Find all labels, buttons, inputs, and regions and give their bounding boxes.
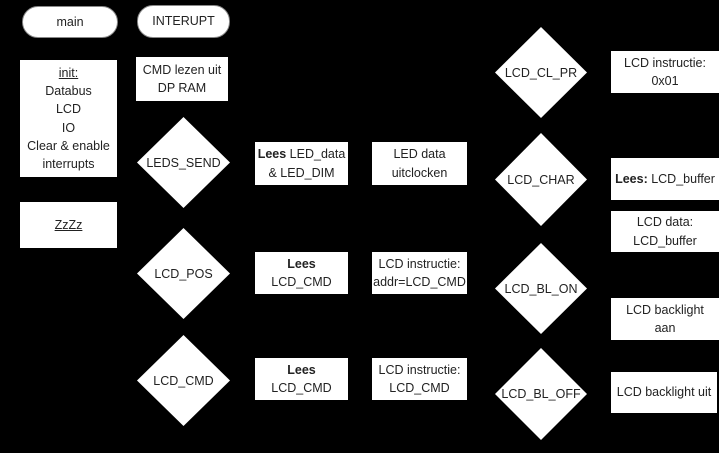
lcd-data-buffer-line1: LCD data:	[636, 215, 694, 230]
process-lees-lcd-buffer: Lees: LCD_buffer	[611, 158, 719, 200]
lcd-data-buffer-line2: LCD_buffer	[633, 233, 697, 248]
lees-lcd-cmd-1-line2: LCD_CMD	[271, 275, 332, 289]
init-line-databus: Databus	[45, 84, 92, 99]
terminator-interrupt: INTERUPT	[137, 5, 230, 38]
decision-lcd-cl-pr-label: LCD_CL_PR	[504, 65, 578, 80]
init-line-interrupts: interrupts	[42, 156, 95, 171]
decision-lcd-pos-label: LCD_POS	[154, 266, 213, 281]
process-lees-lcd-cmd-1: Lees LCD_CMD	[255, 252, 348, 294]
cmd-read-line2: DP RAM	[157, 81, 207, 95]
decision-leds-send-label: LEDS_SEND	[146, 155, 221, 170]
backlight-uit-line1: LCD backlight uit	[616, 385, 712, 400]
cmd-read-line1: CMD lezen uit	[142, 62, 222, 77]
lees-lcd-buffer-line1: Lees: LCD_buffer	[615, 171, 715, 186]
process-lcd-data-buffer: LCD data: LCD_buffer	[611, 211, 719, 252]
process-backlight-aan: LCD backlight aan	[611, 298, 719, 340]
led-uitclocken-line2: uitclocken	[391, 165, 448, 180]
lees-led-line2: & LED_DIM	[268, 165, 335, 180]
process-lcd-instructie-addr: LCD instructie: addr=LCD_CMD	[372, 252, 467, 294]
process-init: init: Databus LCD IO Clear & enable inte…	[20, 60, 117, 177]
backlight-aan-line2: aan	[654, 321, 676, 335]
init-line-clear-enable: Clear & enable	[27, 138, 110, 153]
lcd-instructie-0x01-line2: 0x01	[651, 74, 679, 88]
init-line-lcd: LCD	[55, 102, 81, 117]
sleep-label: ZzZz	[54, 217, 83, 232]
process-sleep: ZzZz	[20, 202, 117, 248]
process-lcd-instructie-0x01: LCD instructie: 0x01	[611, 51, 719, 93]
terminator-main: main	[22, 6, 118, 38]
process-lees-led-data: Lees LED_data & LED_DIM	[255, 142, 348, 185]
decision-lcd-bl-on: LCD_BL_ON	[495, 243, 587, 334]
decision-lcd-bl-off: LCD_BL_OFF	[495, 348, 587, 440]
lcd-instructie-cmd-line1: LCD instructie:	[378, 362, 461, 377]
process-cmd-read: CMD lezen uit DP RAM	[136, 57, 228, 101]
process-backlight-uit: LCD backlight uit	[611, 372, 717, 413]
lees-lcd-cmd-2-line2: LCD_CMD	[271, 381, 332, 395]
led-uitclocken-line1: LED data	[393, 147, 446, 162]
lcd-instructie-cmd-line2: LCD_CMD	[389, 381, 450, 395]
terminator-interrupt-label: INTERUPT	[152, 14, 215, 29]
decision-lcd-char-label: LCD_CHAR	[507, 172, 575, 187]
lees-led-line1: Lees LED_data	[257, 147, 346, 162]
decision-lcd-char: LCD_CHAR	[495, 133, 587, 226]
decision-lcd-bl-on-label: LCD_BL_ON	[504, 281, 578, 296]
lcd-instructie-addr-line1: LCD instructie:	[378, 256, 461, 271]
lcd-instructie-0x01-line1: LCD instructie:	[624, 55, 706, 70]
init-title: init:	[58, 66, 79, 81]
process-lcd-instructie-cmd: LCD instructie: LCD_CMD	[372, 358, 467, 400]
lcd-instructie-addr-line2: addr=LCD_CMD	[373, 275, 466, 289]
decision-leds-send: LEDS_SEND	[137, 117, 230, 208]
process-led-uitclocken: LED data uitclocken	[372, 142, 467, 185]
decision-lcd-cmd-label: LCD_CMD	[153, 373, 214, 388]
backlight-aan-line1: LCD backlight	[626, 302, 704, 317]
lees-lcd-cmd-2-line1: Lees	[287, 362, 316, 377]
terminator-main-label: main	[56, 14, 84, 29]
init-line-io: IO	[61, 120, 76, 135]
lees-lcd-cmd-1-line1: Lees	[287, 256, 316, 271]
decision-lcd-cl-pr: LCD_CL_PR	[495, 27, 587, 118]
decision-lcd-cmd: LCD_CMD	[137, 335, 230, 426]
process-lees-lcd-cmd-2: Lees LCD_CMD	[255, 358, 348, 400]
decision-lcd-pos: LCD_POS	[137, 228, 230, 319]
decision-lcd-bl-off-label: LCD_BL_OFF	[501, 387, 581, 401]
